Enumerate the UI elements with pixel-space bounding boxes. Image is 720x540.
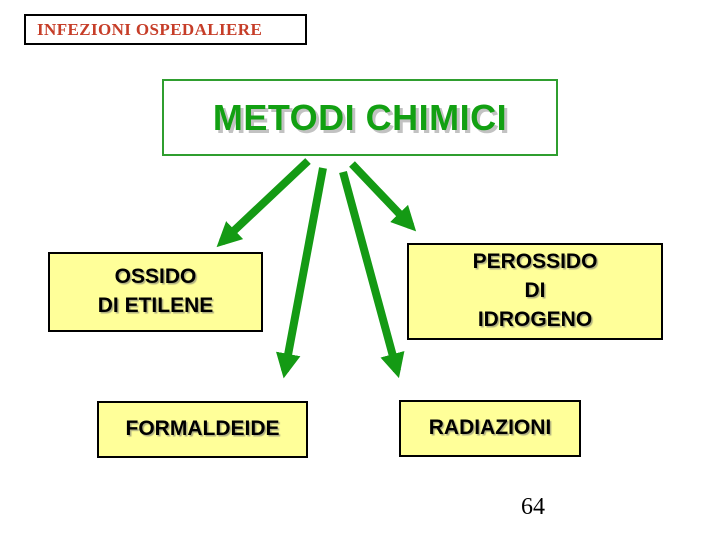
node-formaldeide: FORMALDEIDE bbox=[97, 401, 308, 458]
node-radiazioni-label: RADIAZIONI bbox=[428, 416, 552, 440]
node-ossido-line2: DI ETILENE bbox=[97, 294, 214, 317]
node-radiazioni: RADIAZIONI bbox=[399, 400, 581, 457]
slide-header-box: INFEZIONI OSPEDALIERE bbox=[24, 14, 307, 45]
arrow-to-perossido-di-idrogeno bbox=[349, 161, 417, 232]
node-perossido-di-idrogeno: PEROSSIDO DI IDROGENO bbox=[407, 243, 663, 340]
main-title-label: METODI CHIMICI bbox=[212, 96, 508, 138]
main-title-box: METODI CHIMICI bbox=[162, 79, 558, 156]
page-number: 64 bbox=[521, 494, 545, 520]
node-perossido-line1: PEROSSIDO bbox=[472, 250, 598, 274]
node-perossido-line2: DI bbox=[524, 279, 546, 303]
node-ossido-di-etilene: OSSIDO DI ETILENE bbox=[48, 252, 263, 332]
arrow-to-radiazioni bbox=[339, 170, 405, 379]
node-formaldeide-label: FORMALDEIDE bbox=[125, 417, 280, 441]
arrow-to-formaldeide bbox=[276, 167, 327, 379]
node-ossido-line1: OSSIDO bbox=[114, 265, 197, 289]
node-perossido-line3: IDROGENO bbox=[477, 307, 593, 331]
arrow-to-ossido-di-etilene bbox=[216, 158, 311, 248]
slide-header-label: INFEZIONI OSPEDALIERE bbox=[37, 19, 263, 39]
